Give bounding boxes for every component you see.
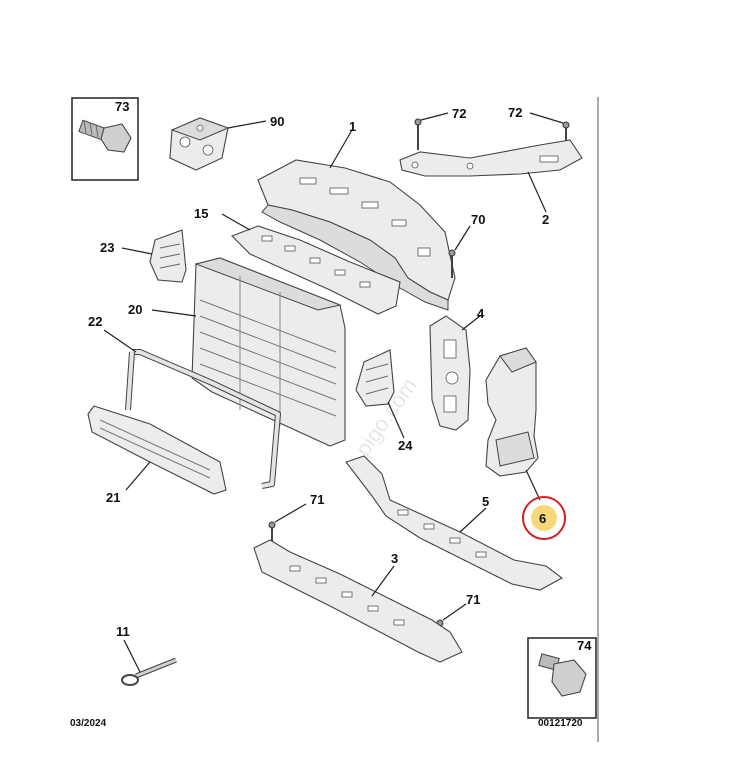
part-74-box[interactable]: 74 [527,637,597,719]
part-24[interactable]: 24 [355,349,413,453]
label-4: 4 [477,306,485,321]
highlight-ring-6 [522,496,566,540]
label-22: 22 [88,314,102,329]
label-3: 3 [391,551,398,566]
label-72a: 72 [452,106,466,121]
part-15[interactable]: 15 [194,206,401,315]
part-5[interactable]: 5 [345,455,564,591]
part-23[interactable]: 23 [100,229,187,283]
footer-date: 03/2024 [70,718,107,729]
part-71-upper[interactable]: 71 [268,492,324,548]
label-2: 2 [542,212,549,227]
label-24: 24 [398,438,413,453]
bolt-74-icon [538,653,587,697]
highlight-badge-6 [531,505,557,531]
label-71b: 71 [466,592,480,607]
part-4[interactable]: 4 [429,306,485,431]
part-21[interactable]: 21 [87,405,227,505]
part-3[interactable]: 3 [253,539,463,663]
bolt-73-icon [78,119,132,153]
part-90[interactable]: 90 [169,114,284,171]
label-74: 74 [577,638,592,653]
label-90: 90 [270,114,284,129]
part-11[interactable]: 11 [116,624,177,686]
part-72-left[interactable]: 72 [414,106,466,150]
part-2[interactable]: 2 [399,139,583,227]
label-11: 11 [116,624,130,639]
label-1: 1 [349,119,356,134]
label-15: 15 [194,206,208,221]
label-6: 6 [539,511,546,526]
part-73-box[interactable]: 73 [71,97,139,181]
label-5: 5 [482,494,489,509]
label-70: 70 [471,212,485,227]
part-20[interactable]: 20 [128,257,346,447]
footer-ref: 00121720 [538,718,583,729]
label-20: 20 [128,302,142,317]
label-73: 73 [115,99,129,114]
part-6[interactable]: 6 [485,347,566,540]
label-72b: 72 [508,105,522,120]
label-23: 23 [100,240,114,255]
label-21: 21 [106,490,120,505]
part-1[interactable]: 1 [257,119,456,311]
label-71a: 71 [310,492,324,507]
part-22[interactable]: 22 [88,314,281,489]
part-70[interactable]: 70 [448,212,485,278]
